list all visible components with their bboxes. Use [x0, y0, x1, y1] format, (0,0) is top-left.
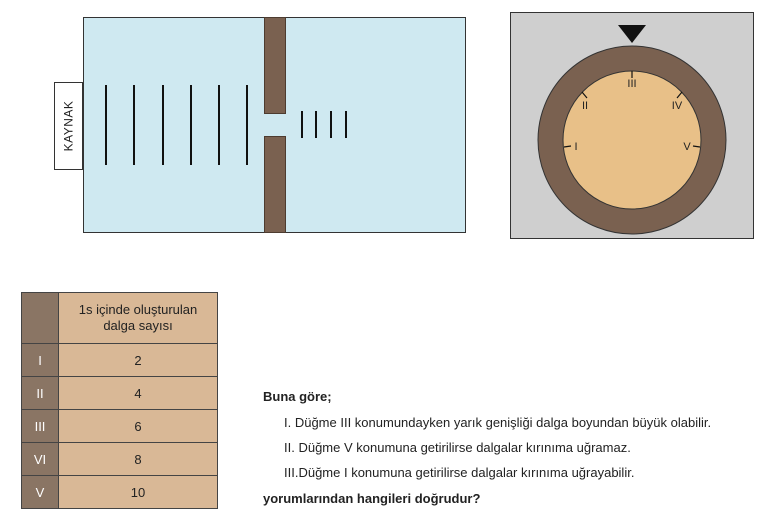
dial-label-II: II — [582, 100, 588, 112]
row-label: II — [21, 376, 59, 410]
row-label: I — [21, 343, 59, 377]
wavefront-6 — [246, 85, 248, 165]
table-row: VI 8 — [21, 442, 218, 476]
dial-label-I: I — [574, 141, 577, 153]
table-header-row: 1s içinde oluşturulan dalga sayısı — [21, 292, 218, 344]
statement-2: II. Düğme V konumuna getirilirse dalgala… — [284, 440, 631, 455]
table-row: V 10 — [21, 475, 218, 509]
row-value: 6 — [58, 409, 218, 443]
row-value: 2 — [58, 343, 218, 377]
dial-label-IV: IV — [672, 100, 683, 112]
wavefront-2 — [133, 85, 135, 165]
table-row: III 6 — [21, 409, 218, 443]
tick-V — [692, 145, 701, 148]
transmitted-wave-4 — [345, 111, 347, 138]
wavefront-5 — [218, 85, 220, 165]
table-header-index — [21, 292, 59, 344]
barrier-top — [264, 17, 286, 114]
statement-1: I. Düğme III konumundayken yarık genişli… — [284, 415, 712, 430]
row-label: VI — [21, 442, 59, 476]
row-value: 4 — [58, 376, 218, 410]
source-box — [54, 82, 83, 170]
source-label-wrap: KAYNAK — [54, 82, 83, 170]
wavefront-4 — [190, 85, 192, 165]
dial-label-III: III — [627, 78, 636, 90]
tick-II — [581, 91, 588, 99]
wavefront-3 — [162, 85, 164, 165]
table-header-label: 1s içinde oluşturulan dalga sayısı — [58, 292, 218, 344]
table-row: II 4 — [21, 376, 218, 410]
dial-label-V: V — [683, 141, 691, 153]
statement-3: III.Düğme I konumuna getirilirse dalgala… — [284, 465, 635, 480]
question-prompt: yorumlarından hangileri doğrudur? — [263, 491, 481, 506]
triangle-down-icon — [618, 25, 646, 43]
table-row: I 2 — [21, 343, 218, 377]
dial: III II IV I V — [537, 25, 727, 235]
row-label: III — [21, 409, 59, 443]
transmitted-wave-3 — [330, 111, 332, 138]
row-label: V — [21, 475, 59, 509]
row-value: 10 — [58, 475, 218, 509]
dial-face — [562, 70, 702, 210]
tick-I — [563, 145, 572, 148]
wavefront-1 — [105, 85, 107, 165]
wave-count-table: 1s içinde oluşturulan dalga sayısı I 2 I… — [21, 292, 218, 509]
tick-IV — [676, 91, 683, 99]
barrier-bottom — [264, 136, 286, 233]
row-value: 8 — [58, 442, 218, 476]
question-intro: Buna göre; — [263, 389, 332, 404]
transmitted-wave-2 — [315, 111, 317, 138]
transmitted-wave-1 — [301, 111, 303, 138]
source-label: KAYNAK — [61, 100, 76, 152]
